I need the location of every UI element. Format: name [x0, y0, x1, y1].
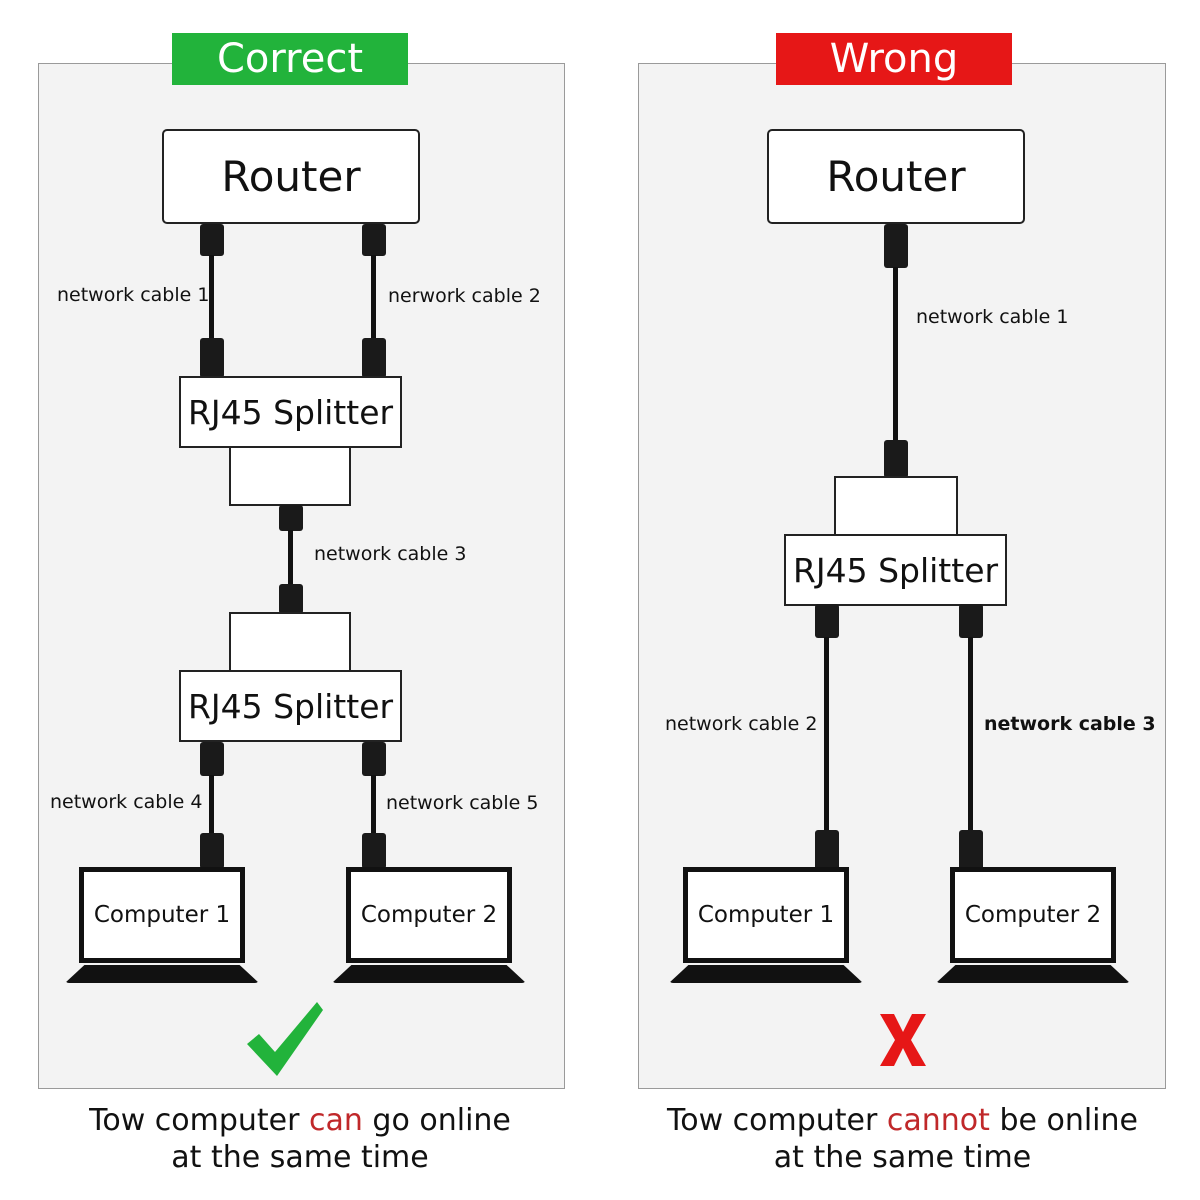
left-splitter-1: RJ45 Splitter	[179, 376, 402, 448]
right-router: Router	[767, 129, 1025, 224]
left-cable-3	[288, 530, 293, 585]
left-plug-s1b	[362, 338, 386, 378]
checkmark-icon	[247, 1002, 323, 1076]
left-cable-2	[371, 255, 376, 340]
right-splitter-stem	[834, 476, 958, 538]
left-computer-2-label: Computer 2	[360, 902, 498, 928]
left-splitter-1-stem	[229, 444, 351, 506]
left-computer-1-label: Computer 1	[93, 902, 231, 928]
left-caption: Tow computer can go online at the same t…	[40, 1102, 560, 1176]
left-cable-5	[371, 775, 376, 835]
left-plug-r1	[200, 224, 224, 256]
right-cable-1-label: network cable 1	[916, 306, 1069, 328]
left-splitter-2-stem	[229, 612, 351, 674]
left-caption-pre: Tow computer	[89, 1103, 309, 1138]
right-splitter: RJ45 Splitter	[784, 534, 1007, 606]
left-computer-1: Computer 1	[65, 867, 259, 987]
left-plug-s1c	[279, 505, 303, 531]
left-splitter-2: RJ45 Splitter	[179, 670, 402, 742]
right-computer-2: Computer 2	[936, 867, 1130, 987]
left-plug-r2	[362, 224, 386, 256]
left-router-label: Router	[221, 152, 361, 201]
right-caption-post: be online	[989, 1103, 1138, 1138]
right-plug-r1	[884, 224, 908, 268]
left-cable-1	[209, 255, 214, 340]
right-computer-2-screen: Computer 2	[950, 867, 1116, 963]
left-computer-2-screen: Computer 2	[346, 867, 512, 963]
right-computer-2-base	[936, 965, 1130, 983]
right-cable-3	[968, 637, 973, 832]
right-computer-1-base	[669, 965, 863, 983]
left-cable-5-label: network cable 5	[386, 792, 539, 814]
left-cable-4	[209, 775, 214, 835]
right-computer-1: Computer 1	[669, 867, 863, 987]
left-plug-s2b	[200, 742, 224, 776]
right-plug-s3	[959, 604, 983, 638]
left-cable-2-label: nerwork cable 2	[388, 285, 541, 307]
right-caption-pre: Tow computer	[667, 1103, 887, 1138]
wrong-badge: Wrong	[776, 33, 1012, 85]
right-cable-1	[893, 267, 898, 442]
right-caption-highlight: cannot	[886, 1103, 990, 1138]
left-computer-2: Computer 2	[332, 867, 526, 987]
right-plug-c2	[959, 830, 983, 870]
left-caption-post: go online	[362, 1103, 511, 1138]
right-caption: Tow computer cannot be online at the sam…	[640, 1102, 1165, 1176]
left-plug-c2	[362, 833, 386, 869]
left-plug-s1a	[200, 338, 224, 378]
correct-badge: Correct	[172, 33, 408, 85]
left-computer-1-screen: Computer 1	[79, 867, 245, 963]
left-router: Router	[162, 129, 420, 224]
left-computer-1-base	[65, 965, 259, 983]
right-cable-2	[824, 637, 829, 832]
right-router-label: Router	[826, 152, 966, 201]
left-computer-2-base	[332, 965, 526, 983]
right-cable-2-label: network cable 2	[665, 713, 818, 735]
cross-icon	[880, 1014, 926, 1066]
left-plug-s2a	[279, 584, 303, 614]
left-caption-line2: at the same time	[171, 1140, 429, 1175]
left-caption-highlight: can	[308, 1103, 363, 1138]
left-cable-3-label: network cable 3	[314, 543, 467, 565]
right-plug-c1	[815, 830, 839, 870]
right-plug-s1	[884, 440, 908, 478]
right-computer-1-label: Computer 1	[697, 902, 835, 928]
right-caption-line2: at the same time	[773, 1140, 1032, 1175]
right-plug-s2	[815, 604, 839, 638]
left-splitter-2-label: RJ45 Splitter	[187, 686, 394, 726]
right-cable-3-label: network cable 3	[984, 713, 1156, 735]
right-computer-1-screen: Computer 1	[683, 867, 849, 963]
left-splitter-1-label: RJ45 Splitter	[187, 392, 394, 432]
left-cable-4-label: network cable 4	[50, 791, 203, 813]
left-plug-c1	[200, 833, 224, 869]
left-cable-1-label: network cable 1	[57, 284, 210, 306]
right-computer-2-label: Computer 2	[964, 902, 1102, 928]
right-splitter-label: RJ45 Splitter	[792, 550, 999, 590]
left-plug-s2c	[362, 742, 386, 776]
